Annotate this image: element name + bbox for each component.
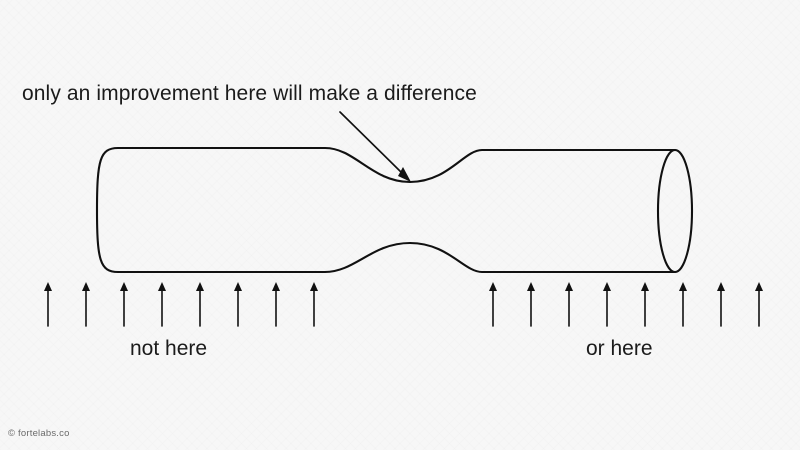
pressure-arrow [565,282,573,327]
label-or-here: or here [586,337,653,360]
pipe-bottom-edge [116,241,677,274]
pressure-arrows-right [489,282,763,327]
pressure-arrow [120,282,128,327]
pressure-arrow [272,282,280,327]
callout-arrow [339,111,411,182]
pressure-arrow [44,282,52,327]
pipe-right-opening [656,148,694,274]
pressure-arrow [310,282,318,327]
pressure-arrow [158,282,166,327]
label-not-here: not here [130,337,208,360]
pipe-outline [95,146,694,274]
callout-arrow-head [398,167,411,182]
pipe-left-cap [95,146,120,274]
headline-text: only an improvement here will make a dif… [22,82,477,105]
pressure-arrow [527,282,535,327]
pressure-arrow [234,282,242,327]
pressure-arrow [679,282,687,327]
pressure-arrow [196,282,204,327]
callout-arrow-shaft [339,111,406,177]
pressure-arrows-left [44,282,318,327]
pressure-arrow [717,282,725,327]
watermark-credit: © fortelabs.co [8,428,70,439]
pressure-arrow [489,282,497,327]
pressure-arrow [641,282,649,327]
pipe-top-edge [116,146,677,184]
pressure-arrow [603,282,611,327]
pressure-arrow [755,282,763,327]
pressure-arrow [82,282,90,327]
